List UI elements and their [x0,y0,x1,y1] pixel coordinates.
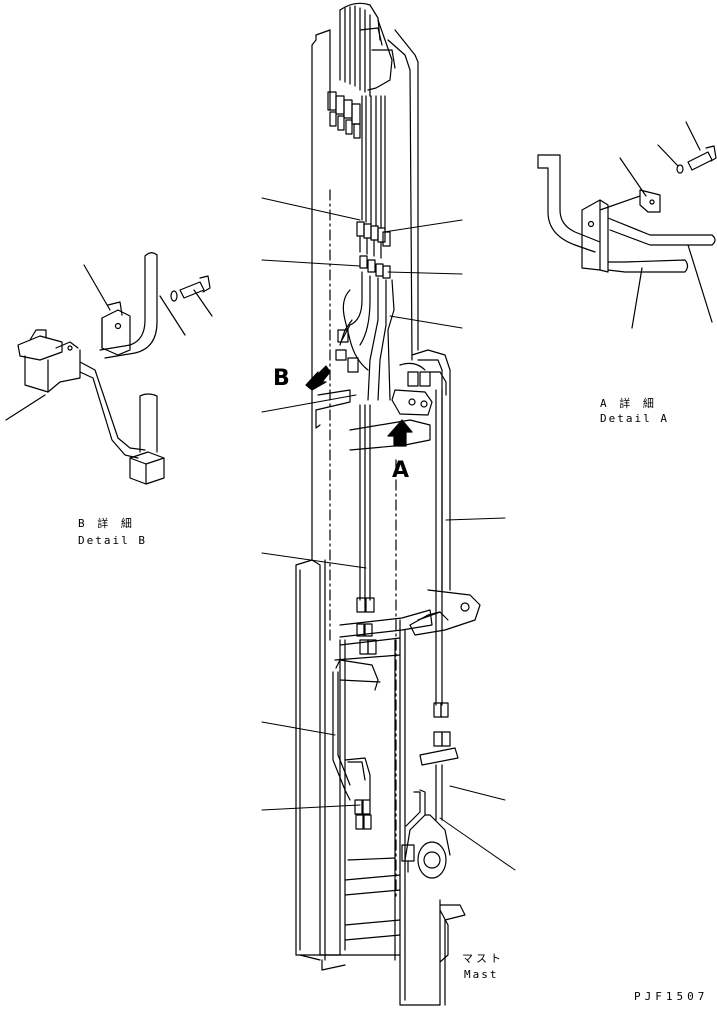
leader-lines [261,197,516,871]
callout-label-a: A [392,458,410,483]
upper-hose-bundle [327,2,459,879]
view-arrows [305,365,413,447]
detail-b-title-jp: B 詳 細 [78,517,135,530]
detail-a-title-jp: A 詳 細 [600,397,657,410]
detail-a-title-en: Detail A [600,412,669,425]
detail-a-drawing [537,121,717,329]
mast-assembly [295,29,481,1006]
detail-b-drawing [5,252,213,485]
mast-label-en: Mast [464,968,499,981]
mast-label-jp: マスト [462,952,504,965]
drawing-code: PJF1507 [634,990,709,1003]
detail-b-title-en: Detail B [78,534,147,547]
callout-label-b: B [273,366,290,391]
